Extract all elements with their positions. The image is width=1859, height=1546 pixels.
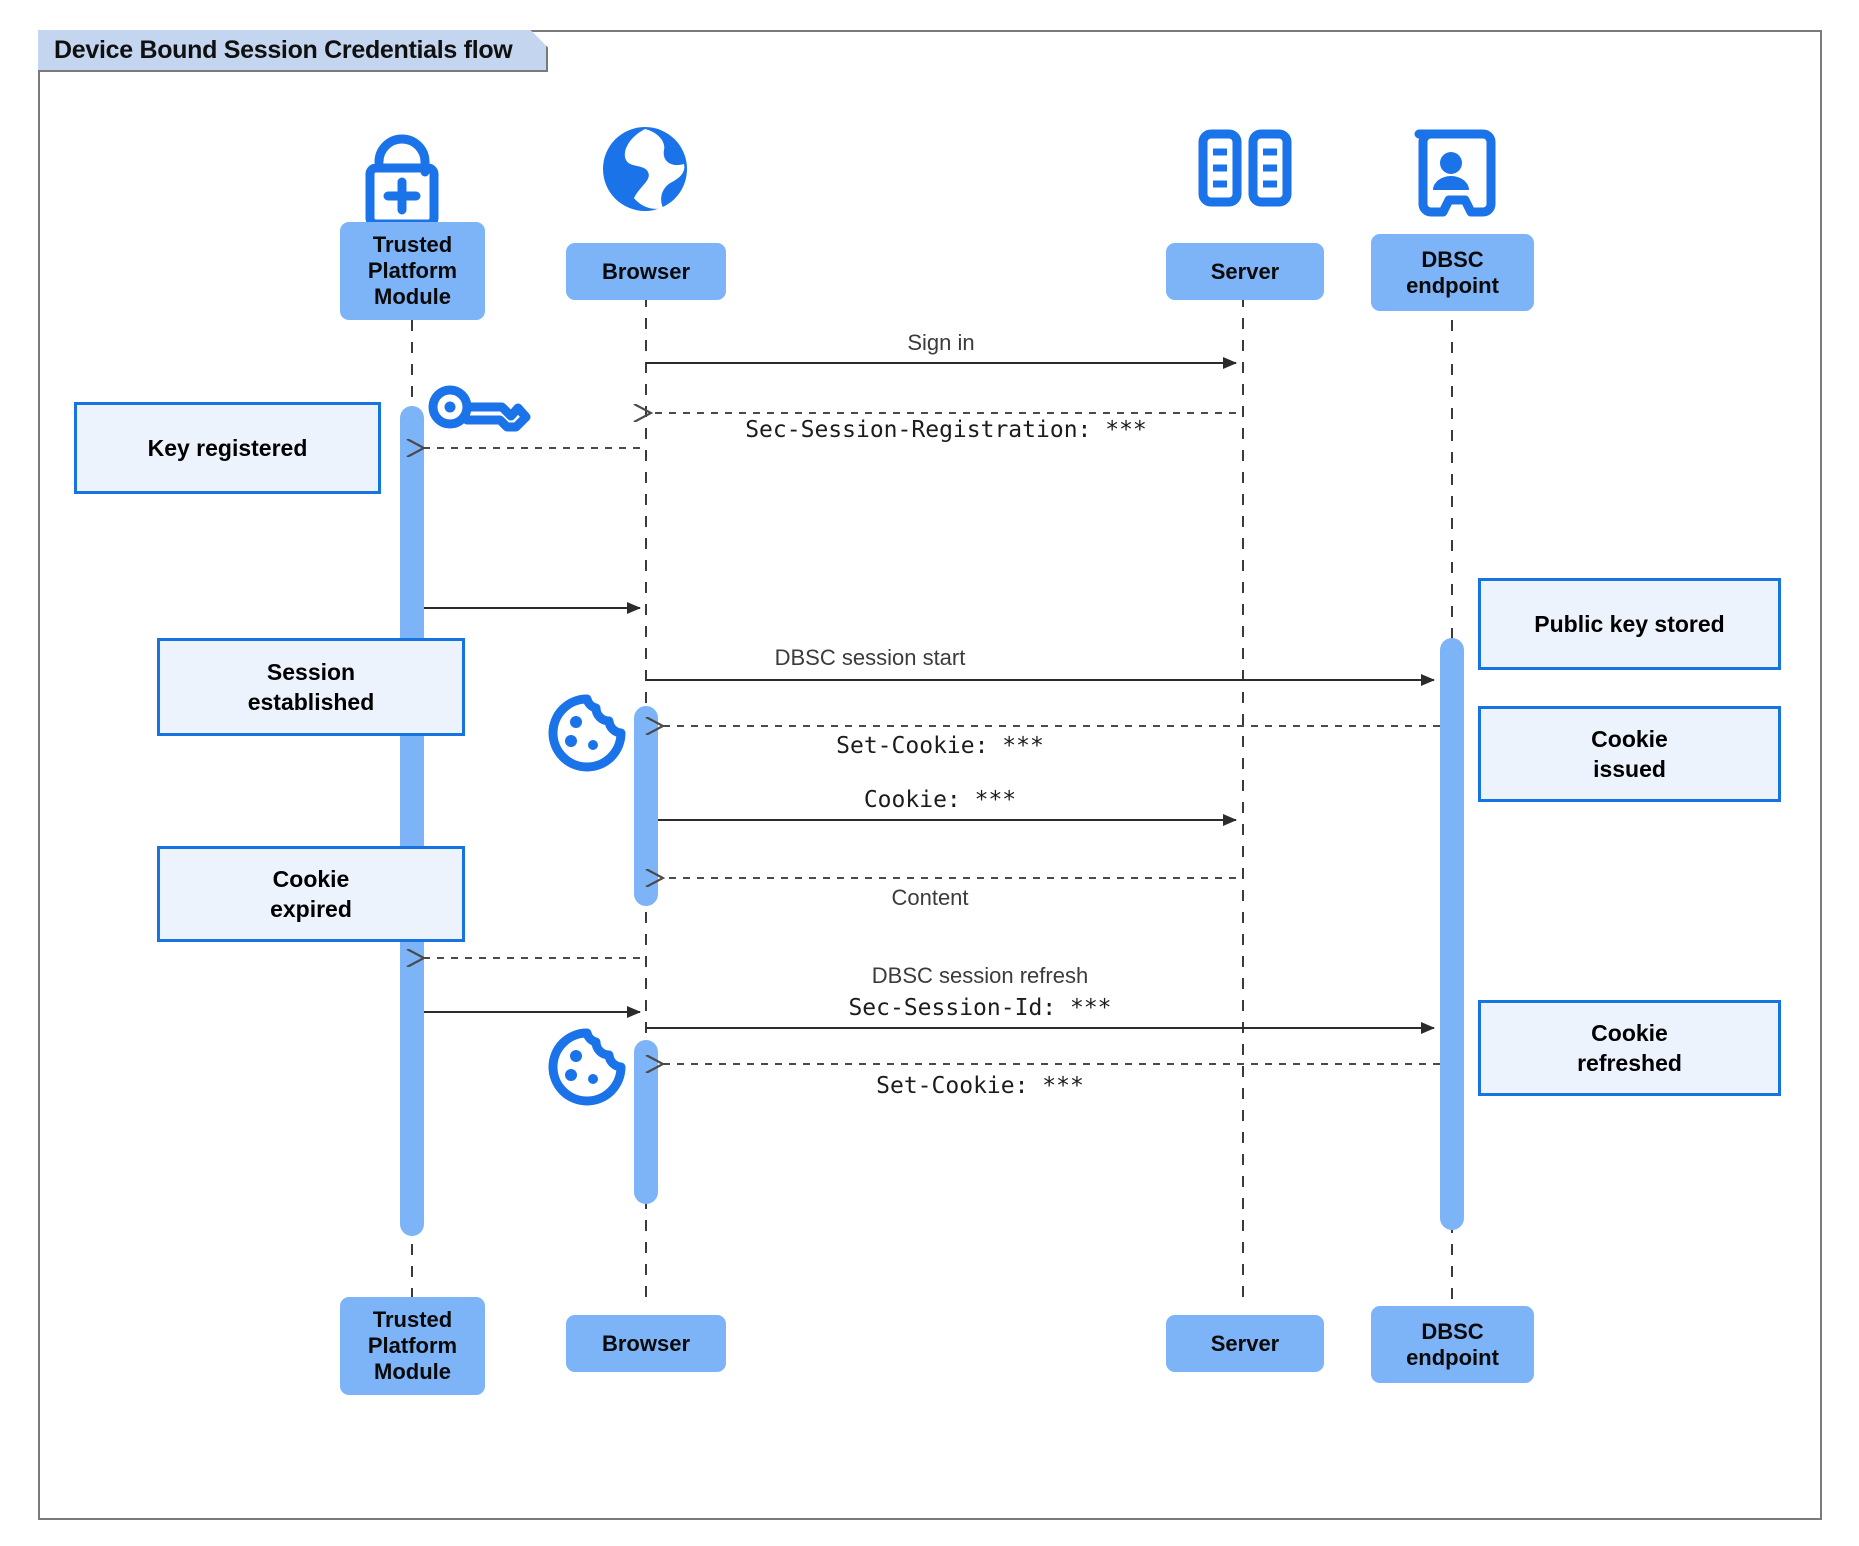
message-text: Set-Cookie: *** (876, 1073, 1084, 1099)
note-text-line1: Cookie (1591, 725, 1668, 752)
activation-bar-browser-2 (634, 1040, 658, 1204)
participant-label-line3: Module (374, 283, 451, 309)
message-text: Cookie: *** (863, 787, 1017, 813)
note-public-key-stored: Public key stored (1478, 578, 1781, 670)
diagram-frame (38, 30, 1822, 1520)
activation-bar-dbsc (1440, 638, 1464, 1230)
note-text: Public key stored (1534, 610, 1725, 637)
message-label-set-cookie-1: Set-Cookie: *** (660, 733, 1220, 759)
note-cookie-issued: Cookie issued (1478, 706, 1781, 802)
message-text: Set-Cookie: *** (836, 733, 1044, 759)
message-label-dbsc-session-start: DBSC session start (660, 645, 1080, 671)
note-text-line2: refreshed (1577, 1050, 1682, 1076)
note-text-line2: issued (1593, 756, 1666, 782)
activation-bar-browser-1 (634, 706, 658, 906)
message-text: Sec-Session-Registration: *** (745, 417, 1147, 443)
id-badge-icon (1414, 129, 1496, 217)
participant-label-line2: Platform (367, 258, 458, 284)
message-label-sec-session-registration: Sec-Session-Registration: *** (646, 417, 1246, 443)
lock-plus-icon (365, 134, 439, 229)
participant-label-line3: Module (374, 1358, 451, 1384)
note-text-line1: Cookie (1591, 1019, 1668, 1046)
participant-browser-bottom[interactable]: Browser (566, 1315, 726, 1372)
note-session-established: Session established (157, 638, 465, 736)
participant-label-line1: DBSC (1421, 1318, 1484, 1344)
note-key-registered: Key registered (74, 402, 381, 494)
participant-label: Server (1210, 1330, 1280, 1356)
participant-server-bottom[interactable]: Server (1166, 1315, 1324, 1372)
participant-label-line1: Trusted (372, 232, 453, 258)
participant-browser-top[interactable]: Browser (566, 243, 726, 300)
activation-bar-tpm (400, 406, 424, 1236)
note-text-line1: Cookie (272, 865, 350, 892)
message-label-set-cookie-2: Set-Cookie: *** (700, 1073, 1260, 1099)
message-text: Sign in (907, 330, 975, 355)
cookie-icon (548, 1028, 626, 1106)
page-title: Device Bound Session Credentials flow (54, 35, 513, 64)
message-label-dbsc-session-refresh: DBSC session refresh (700, 963, 1260, 989)
note-text: Key registered (147, 434, 308, 461)
message-label-cookie: Cookie: *** (660, 787, 1220, 813)
note-cookie-expired: Cookie expired (157, 846, 465, 942)
note-text-line2: expired (270, 896, 352, 922)
participant-server-top[interactable]: Server (1166, 243, 1324, 300)
globe-icon (603, 127, 687, 211)
cookie-icon (548, 694, 626, 772)
note-text-line2: established (247, 689, 375, 715)
message-text: Content (891, 885, 969, 910)
message-text: Sec-Session-Id: *** (848, 995, 1112, 1021)
participant-label-line2: endpoint (1406, 272, 1499, 298)
participant-label-line2: Platform (367, 1333, 458, 1359)
participant-tpm-bottom[interactable]: Trusted Platform Module (340, 1297, 485, 1395)
server-rack-icon (1198, 129, 1292, 207)
message-label-content: Content (755, 885, 1105, 911)
participant-tpm-top[interactable]: Trusted Platform Module (340, 222, 485, 320)
message-text: DBSC session refresh (871, 963, 1089, 988)
participant-label: Browser (601, 258, 691, 284)
note-text-line1: Session (266, 658, 356, 685)
participant-label-line1: DBSC (1421, 246, 1484, 272)
message-text: DBSC session start (774, 645, 966, 670)
participant-label-line2: endpoint (1406, 1344, 1499, 1370)
key-icon (428, 385, 531, 432)
message-label-sign-in: Sign in (841, 330, 1041, 356)
note-cookie-refreshed: Cookie refreshed (1478, 1000, 1781, 1096)
participant-label-line1: Trusted (372, 1307, 453, 1333)
message-label-sec-session-id: Sec-Session-Id: *** (700, 995, 1260, 1021)
participant-label: Browser (601, 1330, 691, 1356)
participant-dbsc-top[interactable]: DBSC endpoint (1371, 234, 1534, 311)
diagram-title-tab: Device Bound Session Credentials flow (38, 30, 548, 72)
participant-label: Server (1210, 258, 1280, 284)
participant-dbsc-bottom[interactable]: DBSC endpoint (1371, 1306, 1534, 1383)
